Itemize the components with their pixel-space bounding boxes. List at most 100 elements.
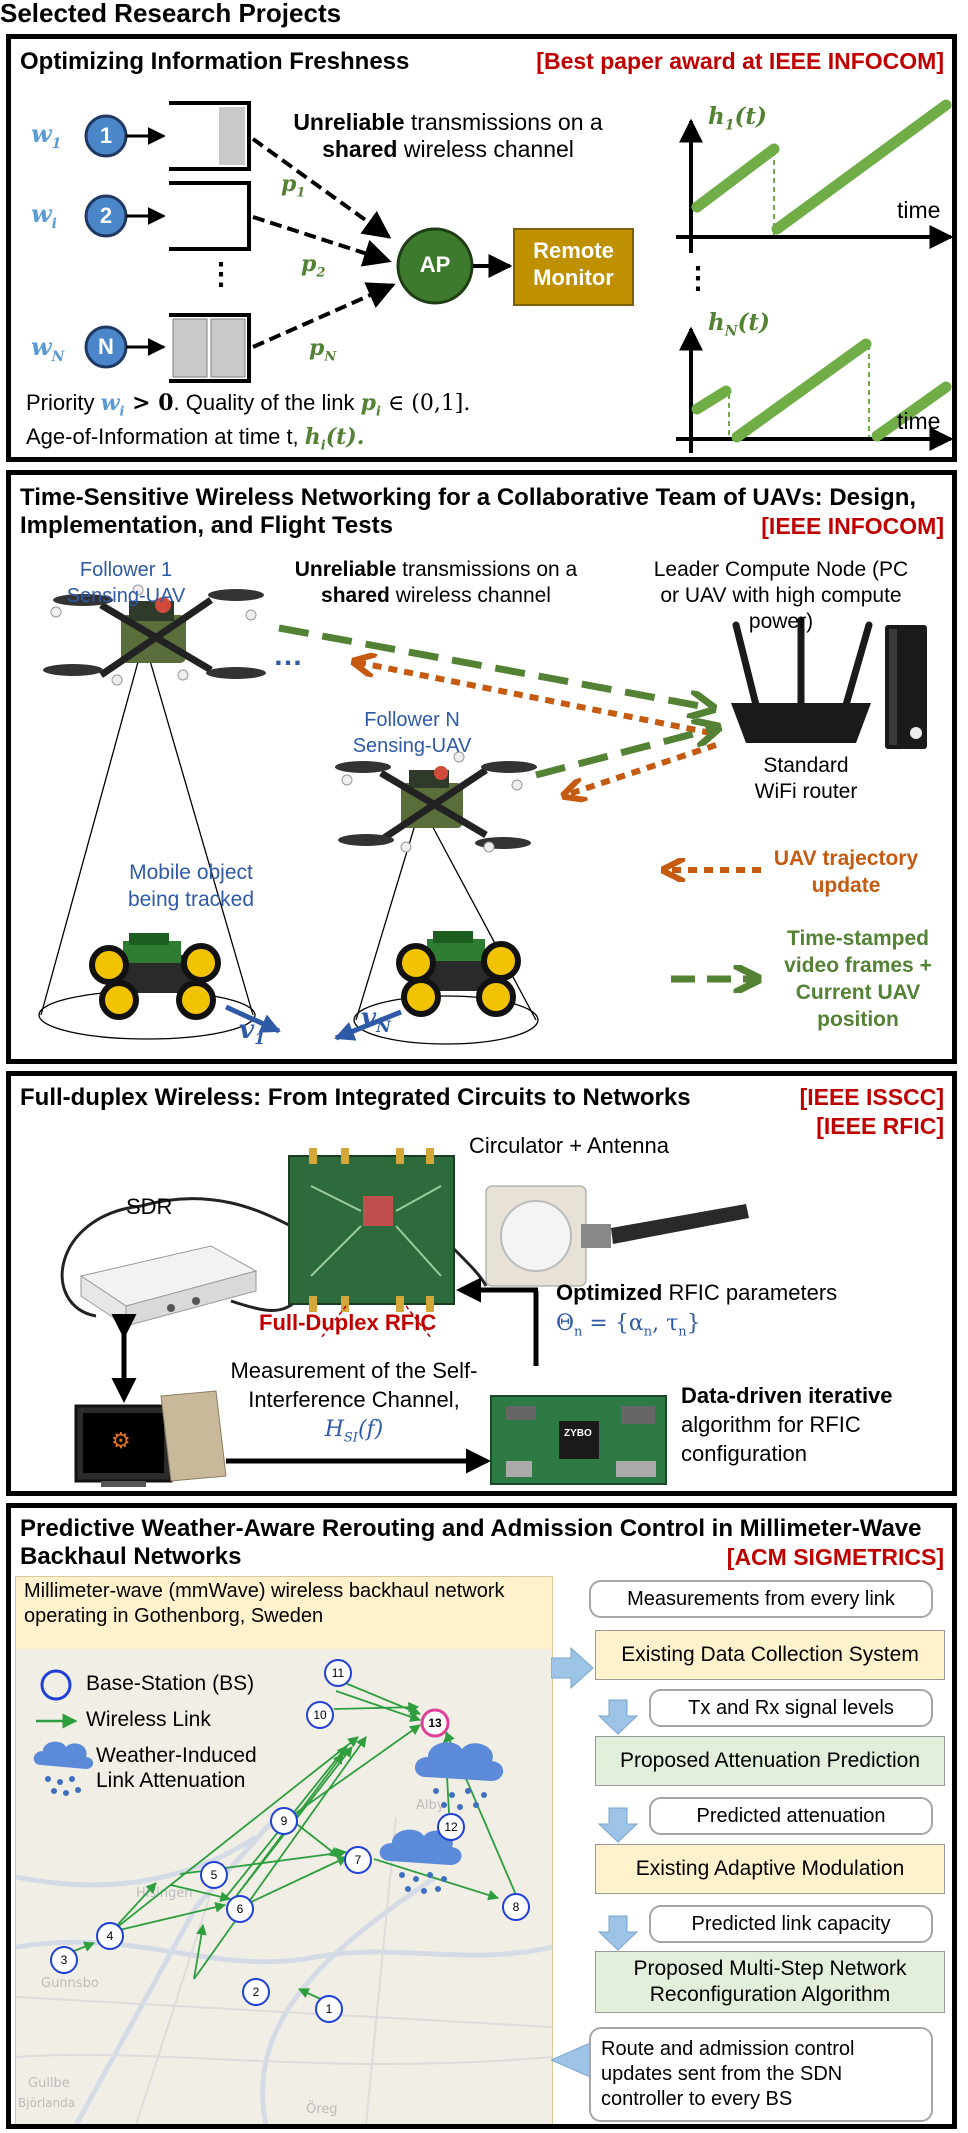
source-node-n [84,325,166,369]
map-to-collection-arrow [551,1646,594,1690]
down-arrow-1 [597,1699,639,1735]
bs-node-8[interactable]: 8 [502,1893,530,1921]
node-label-2: 2 [99,203,113,228]
panel-information-freshness: Optimizing Information Freshness [Best p… [6,34,957,462]
legend-green-label: Time-stamped video frames + Current UAV … [784,927,932,1031]
follower1-label: Follower 1 Sensing-UAV [66,559,186,607]
panel3-title: Full-duplex Wireless: From Integrated Ci… [20,1084,691,1111]
panel2-title: Time-Sensitive Wireless Networking for a… [20,484,917,539]
full-duplex-setup: ⚙ [60,1148,749,1487]
bs-node-9[interactable]: 9 [270,1807,298,1835]
prob-1: p1 [281,171,306,201]
bs-node-4[interactable]: 4 [96,1922,124,1950]
compute-node-image [885,625,927,749]
weight-1: w1 [31,119,62,152]
box-data-collection: Existing Data Collection System [595,1630,945,1680]
svg-text:6: 6 [237,1902,244,1916]
bs-node-1[interactable]: 1 [315,1995,343,2023]
aoi-plot-1 [676,99,952,253]
followern-label: Follower N Sensing-UAV [352,709,472,757]
weight-n: wN [31,332,65,365]
link-2 [252,215,392,267]
panel3-award-rfic: [IEEE RFIC] [816,1113,944,1139]
panel-weather-aware: Predictive Weather-Aware Rerouting and A… [6,1503,957,2129]
map-place-alby: Alby [416,1798,445,1813]
bs-node-2[interactable]: 2 [242,1978,270,2006]
bs-node-12[interactable]: 12 [437,1813,465,1841]
svg-text:11: 11 [332,1666,345,1680]
sdr-image [79,1245,258,1327]
prob-n: pN [309,335,337,365]
legend-bs-icon [40,1669,72,1701]
fpga-board-image [490,1395,667,1485]
bs-node-5[interactable]: 5 [200,1861,228,1889]
plot1-time-label: time [897,197,941,223]
panel2-award: [IEEE INFOCOM] [761,513,944,539]
source-node-2 [84,194,166,238]
source-node-1 [84,114,166,158]
fpga-chip-label: ZYBO [564,1428,592,1439]
uav-scene [38,584,927,1045]
velocity-n-label: vN [361,1003,391,1037]
queue-n [169,313,251,383]
router-label: Standard WiFi router [754,754,858,803]
measurement-label: Measurement of the Self-Interference Cha… [230,1358,478,1446]
velocity-1-arrow [224,1004,281,1034]
legend-weather-icon [33,1741,94,1796]
bs-node-7[interactable]: 7 [344,1846,372,1874]
callout-route-updates: Route and admission control updates sent… [589,2027,933,2122]
node-label-1: 1 [99,123,113,148]
rfic-board-image [288,1148,455,1312]
svg-text:⚙: ⚙ [111,1429,131,1454]
bs-node-3[interactable]: 3 [50,1946,78,1974]
ap-node [396,227,474,305]
rover-1-image [89,933,221,1020]
uplink-1-arrow [278,624,711,708]
weight-2: wi [31,199,57,232]
bs-node-11[interactable]: 11 [324,1659,352,1687]
bs-node-13[interactable]: 13 [420,1708,450,1738]
aoi-line: Age-of-Information at time t, hi(t). [26,424,365,454]
velocity-1-label: v1 [239,1015,266,1049]
velocity-n-arrow [334,1009,402,1041]
drone-1-image [43,584,266,686]
page-title: Selected Research Projects [0,0,342,28]
svg-text:12: 12 [444,1820,458,1834]
legend-weather-label: Weather-Induced Link Attenuation [96,1744,257,1792]
downlink-n-arrow [566,742,717,795]
down-arrow-2 [597,1807,639,1843]
cone-1 [40,639,254,1016]
map-place-bjorlanda: Björlanda [18,2096,75,2110]
legend-bs-label: Base-Station (BS) [86,1672,255,1695]
uplink-n-arrow [535,728,716,779]
remote-monitor-label: Remote Monitor [533,238,614,290]
svg-text:8: 8 [513,1900,520,1914]
legend-orange-label: UAV trajectory update [773,847,919,897]
bs-node-6[interactable]: 6 [226,1895,254,1923]
channel-description: Unreliable transmissions on a shared wir… [293,109,603,162]
followers-ellipsis: … [273,639,303,672]
ap-label: AP [419,252,451,277]
link-1 [251,137,392,239]
channel-description-2: Unreliable transmissions on a shared wir… [294,558,578,607]
callout-signal-levels: Tx and Rx signal levels [649,1689,933,1727]
svg-text:5: 5 [211,1868,218,1882]
legend-link-label: Wireless Link [86,1708,211,1731]
map-area: Gunnsbo Gullbe Björlanda Alby Hisingen Ö… [15,1576,553,2124]
panel1-award: [Best paper award at IEEE INFOCOM] [536,48,944,74]
weather-cloud-1 [414,1742,504,1810]
node-label-n: N [98,334,114,359]
callout-predicted-attenuation: Predicted attenuation [649,1797,933,1835]
aoi-system-diagram [84,99,952,453]
plot1-y-label: h1(t) [708,103,767,134]
panel-uav-networking: Time-Sensitive Wireless Networking for a… [6,470,957,1064]
plotn-time-label: time [897,408,941,434]
panel4-title: Predictive Weather-Aware Rerouting and A… [20,1515,922,1570]
backhaul-network-map: Gunnsbo Gullbe Björlanda Alby Hisingen Ö… [16,1649,552,2124]
aoi-plot-n [676,326,952,453]
bs-node-10[interactable]: 10 [306,1701,334,1729]
link-n [252,282,396,349]
priority-line: Priority wi > 0. Quality of the link pi … [26,390,471,420]
